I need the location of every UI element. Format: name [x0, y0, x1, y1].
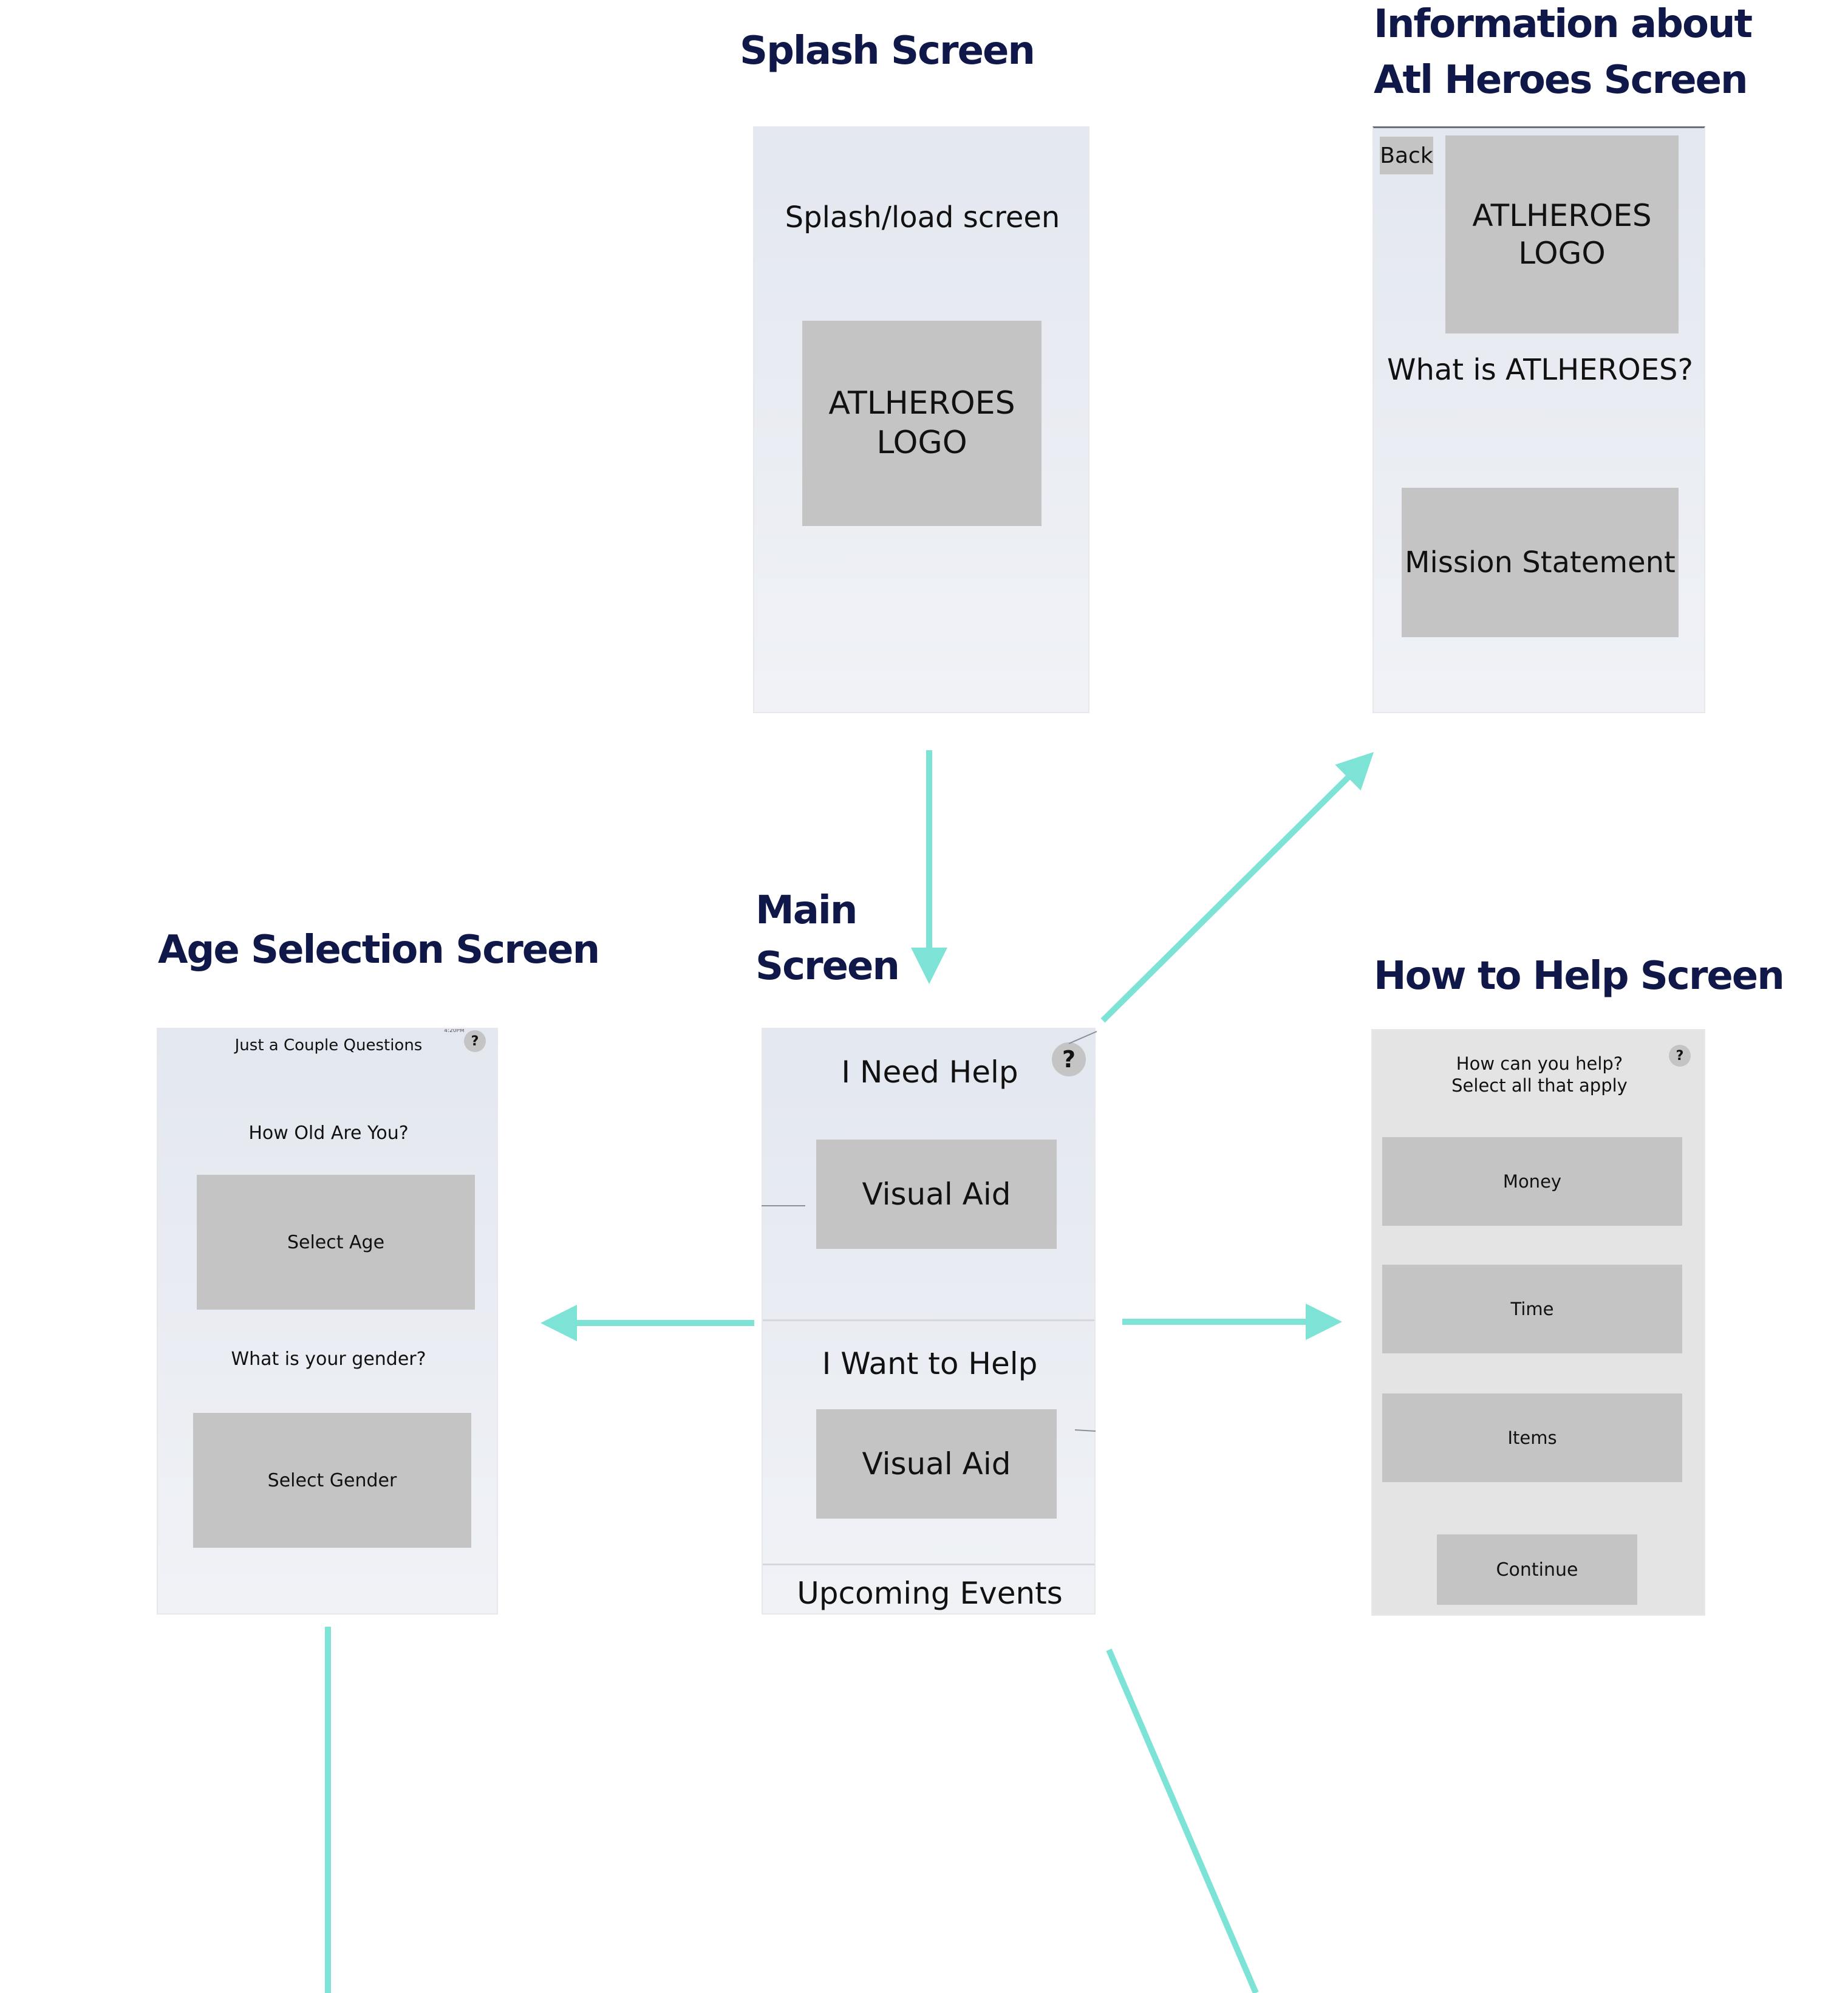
age-question: How Old Are You?	[248, 1123, 409, 1144]
age-screen-title: Age Selection Screen	[158, 928, 600, 973]
info-logo-placeholder: ATLHEROES LOGO	[1445, 135, 1679, 333]
main-screen-title-line1: Main	[755, 888, 858, 933]
money-option[interactable]: Money	[1382, 1137, 1682, 1226]
i-want-to-help-heading[interactable]: I Want to Help	[822, 1346, 1038, 1381]
arrow-main-to-info	[1100, 751, 1374, 1023]
time-option[interactable]: Time	[1382, 1265, 1682, 1353]
connector-main-down	[1106, 1649, 1259, 1993]
annotation-line	[1068, 1031, 1097, 1044]
info-logo-line2: LOGO	[1518, 236, 1606, 271]
status-time: 4:20PM	[444, 1028, 465, 1034]
splash-screen-title: Splash Screen	[740, 29, 1035, 73]
info-logo-line1: ATLHEROES	[1472, 197, 1652, 233]
gender-question: What is your gender?	[231, 1349, 426, 1370]
age-screen-mockup: Just a Couple Questions 4:20PM ? How Old…	[157, 1028, 498, 1615]
splash-logo-line1: ATLHEROES	[828, 385, 1015, 422]
select-gender-dropdown[interactable]: Select Gender	[193, 1413, 471, 1548]
help-icon[interactable]: ?	[1669, 1045, 1691, 1067]
main-screen-title-line2: Screen	[755, 944, 900, 989]
select-age-dropdown[interactable]: Select Age	[197, 1175, 475, 1310]
i-need-help-heading[interactable]: I Need Help	[841, 1055, 1018, 1090]
howto-header-line2: Select all that apply	[1451, 1075, 1628, 1096]
section-divider	[763, 1564, 1094, 1565]
continue-button[interactable]: Continue	[1437, 1534, 1637, 1605]
mission-statement-box: Mission Statement	[1402, 488, 1679, 637]
howto-screen-title: How to Help Screen	[1374, 954, 1785, 999]
age-header-text: Just a Couple Questions	[234, 1036, 423, 1055]
section-divider	[763, 1319, 1094, 1321]
main-screen-mockup: I Need Help ? Visual Aid I Want to Help …	[762, 1028, 1096, 1615]
help-icon[interactable]: ?	[1052, 1042, 1086, 1076]
howto-header-line1: How can you help?	[1456, 1053, 1623, 1074]
back-button[interactable]: Back	[1380, 137, 1433, 174]
splash-logo-placeholder: ATLHEROES LOGO	[802, 321, 1042, 526]
items-option[interactable]: Items	[1382, 1393, 1682, 1482]
what-is-atlheroes-text: What is ATLHEROES?	[1387, 353, 1693, 387]
splash-screen-mockup: Splash/load screen ATLHEROES LOGO	[753, 126, 1089, 713]
splash-logo-line2: LOGO	[876, 425, 967, 461]
need-help-visual-aid[interactable]: Visual Aid	[816, 1140, 1057, 1249]
help-icon[interactable]: ?	[464, 1030, 486, 1052]
info-screen-title-line1: Information about	[1374, 2, 1753, 47]
want-help-visual-aid[interactable]: Visual Aid	[816, 1409, 1057, 1519]
splash-heading: Splash/load screen	[785, 200, 1060, 234]
info-screen-title-line2: Atl Heroes Screen	[1374, 58, 1748, 103]
upcoming-events-heading[interactable]: Upcoming Events	[797, 1576, 1063, 1611]
annotation-line	[1074, 1429, 1096, 1432]
info-screen-mockup: Back ATLHEROES LOGO What is ATLHEROES? M…	[1372, 126, 1705, 713]
howto-screen-mockup: How can you help? Select all that apply …	[1371, 1029, 1705, 1616]
